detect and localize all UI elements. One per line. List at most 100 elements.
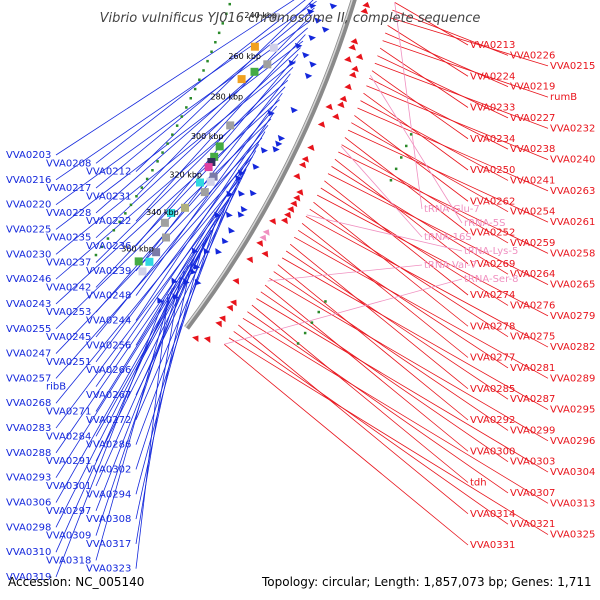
gene-label[interactable]: VVA0268 — [6, 398, 51, 409]
gene-label[interactable]: VVA0238 — [510, 144, 555, 155]
gene-label[interactable]: VVA0250 — [470, 165, 515, 176]
gene-label[interactable]: VVA0314 — [470, 509, 515, 520]
gene-label[interactable]: VVA0217 — [46, 183, 91, 194]
gene-label[interactable]: VVA0264 — [510, 269, 555, 280]
gene-label[interactable]: VVA0325 — [550, 530, 595, 541]
gene-label[interactable]: VVA0265 — [550, 280, 595, 291]
gene-label[interactable]: tdh — [470, 478, 487, 489]
gene-label[interactable]: VVA0285 — [470, 384, 515, 395]
gene-label[interactable]: VVA0227 — [510, 113, 555, 124]
gene-label[interactable]: VVA0248 — [86, 291, 131, 302]
gene-label[interactable]: VVA0271 — [46, 407, 91, 418]
gene-label[interactable]: VVA0323 — [86, 564, 131, 575]
gene-label[interactable]: VVA0254 — [510, 207, 555, 218]
gene-label[interactable]: VVA0300 — [470, 446, 515, 457]
gene-label[interactable]: rRNA-5S — [464, 218, 505, 229]
gene-label[interactable]: VVA0256 — [86, 340, 131, 351]
gene-label[interactable]: VVA0279 — [550, 311, 595, 322]
gene-label[interactable]: VVA0321 — [510, 519, 555, 530]
gene-label[interactable]: VVA0220 — [6, 200, 51, 211]
gene-label[interactable]: VVA0276 — [510, 300, 555, 311]
gene-label[interactable]: tRNA-Ser-8 — [464, 274, 519, 285]
gene-label[interactable]: tRNA-Val-7 — [424, 260, 477, 271]
gene-label[interactable]: VVA0277 — [470, 353, 515, 364]
gene-label[interactable]: VVA0242 — [46, 282, 91, 293]
gene-label[interactable]: VVA0262 — [470, 196, 515, 207]
gene-label[interactable]: VVA0251 — [46, 357, 91, 368]
gene-label[interactable]: VVA0230 — [6, 249, 51, 260]
gene-label[interactable]: VVA0212 — [86, 167, 131, 178]
gene-label[interactable]: VVA0317 — [86, 539, 131, 550]
gene-label[interactable]: VVA0308 — [86, 514, 131, 525]
gene-label[interactable]: VVA0283 — [6, 423, 51, 434]
gene-label[interactable]: VVA0298 — [6, 522, 51, 533]
gene-label[interactable]: VVA0252 — [470, 228, 515, 239]
gene-label[interactable]: VVA0226 — [510, 50, 555, 61]
gene-label[interactable]: VVA0253 — [46, 307, 91, 318]
gene-label[interactable]: VVA0208 — [46, 158, 91, 169]
gene-label[interactable]: VVA0255 — [6, 324, 51, 335]
gene-label[interactable]: VVA0307 — [510, 488, 555, 499]
gene-label[interactable]: VVA0281 — [510, 363, 555, 374]
gene-label[interactable]: VVA0296 — [550, 436, 595, 447]
gene-label[interactable]: VVA0272 — [86, 415, 131, 426]
gene-label[interactable]: VVA0228 — [46, 208, 91, 219]
gene-label[interactable]: VVA0306 — [6, 498, 51, 509]
gene-label[interactable]: VVA0294 — [86, 489, 131, 500]
gene-label[interactable]: VVA0232 — [550, 123, 595, 134]
gene-label[interactable]: VVA0245 — [46, 332, 91, 343]
gene-label[interactable]: tRNA-Lys-5 — [464, 246, 518, 257]
gene-label[interactable]: VVA0236 — [86, 241, 131, 252]
gene-label[interactable]: tRNA-Glu-7 — [424, 204, 480, 215]
gene-label[interactable]: VVA0269 — [470, 259, 515, 270]
gene-label[interactable]: VVA0287 — [510, 394, 555, 405]
gene-label[interactable]: VVA0292 — [470, 415, 515, 426]
gene-label[interactable]: VVA0310 — [6, 547, 51, 558]
gene-label[interactable]: VVA0240 — [550, 155, 595, 166]
gene-label[interactable]: VVA0247 — [6, 349, 51, 360]
gene-label[interactable]: VVA0301 — [46, 481, 91, 492]
gene-label[interactable]: VVA0239 — [86, 266, 131, 277]
gene-label[interactable]: tRNA-16S — [424, 232, 472, 243]
gene-label[interactable]: VVA0278 — [470, 321, 515, 332]
gene-label[interactable]: VVA0258 — [550, 248, 595, 259]
gene-label[interactable]: VVA0219 — [510, 82, 555, 93]
gene-label[interactable]: VVA0241 — [510, 175, 555, 186]
gene-label[interactable]: VVA0304 — [550, 467, 595, 478]
gene-label[interactable]: VVA0286 — [86, 440, 131, 451]
gene-label[interactable]: VVA0309 — [46, 531, 91, 542]
gene-label[interactable]: rumB — [550, 92, 577, 103]
gene-label[interactable]: VVA0289 — [550, 373, 595, 384]
gene-label[interactable]: VVA0267 — [86, 390, 131, 401]
gene-label[interactable]: VVA0282 — [550, 342, 595, 353]
gene-label[interactable]: VVA0263 — [550, 186, 595, 197]
gene-label[interactable]: VVA0243 — [6, 299, 51, 310]
gene-label[interactable]: VVA0257 — [6, 373, 51, 384]
gene-label[interactable]: VVA0318 — [46, 555, 91, 566]
gene-label[interactable]: VVA0222 — [86, 216, 131, 227]
gene-label[interactable]: VVA0235 — [46, 233, 91, 244]
gene-label[interactable]: VVA0302 — [86, 464, 131, 475]
gene-label[interactable]: VVA0203 — [6, 150, 51, 161]
gene-label[interactable]: VVA0233 — [470, 103, 515, 114]
gene-label[interactable]: VVA0224 — [470, 71, 515, 82]
gene-label[interactable]: VVA0216 — [6, 175, 51, 186]
gene-label[interactable]: VVA0331 — [470, 540, 515, 551]
gene-label[interactable]: VVA0293 — [6, 473, 51, 484]
gene-label[interactable]: VVA0266 — [86, 365, 131, 376]
gene-label[interactable]: VVA0213 — [470, 40, 515, 51]
gene-label[interactable]: VVA0225 — [6, 224, 51, 235]
gene-label[interactable]: VVA0274 — [470, 290, 515, 301]
gene-label[interactable]: VVA0215 — [550, 61, 595, 72]
gene-label[interactable]: VVA0261 — [550, 217, 595, 228]
gene-label[interactable]: VVA0259 — [510, 238, 555, 249]
gene-label[interactable]: VVA0313 — [550, 498, 595, 509]
gene-label[interactable]: VVA0234 — [470, 134, 515, 145]
gene-label[interactable]: VVA0291 — [46, 456, 91, 467]
gene-label[interactable]: VVA0297 — [46, 506, 91, 517]
gene-label[interactable]: VVA0284 — [46, 431, 91, 442]
gene-label[interactable]: VVA0246 — [6, 274, 51, 285]
gene-label[interactable]: VVA0231 — [86, 191, 131, 202]
gene-label[interactable]: VVA0303 — [510, 457, 555, 468]
gene-label[interactable]: VVA0288 — [6, 448, 51, 459]
